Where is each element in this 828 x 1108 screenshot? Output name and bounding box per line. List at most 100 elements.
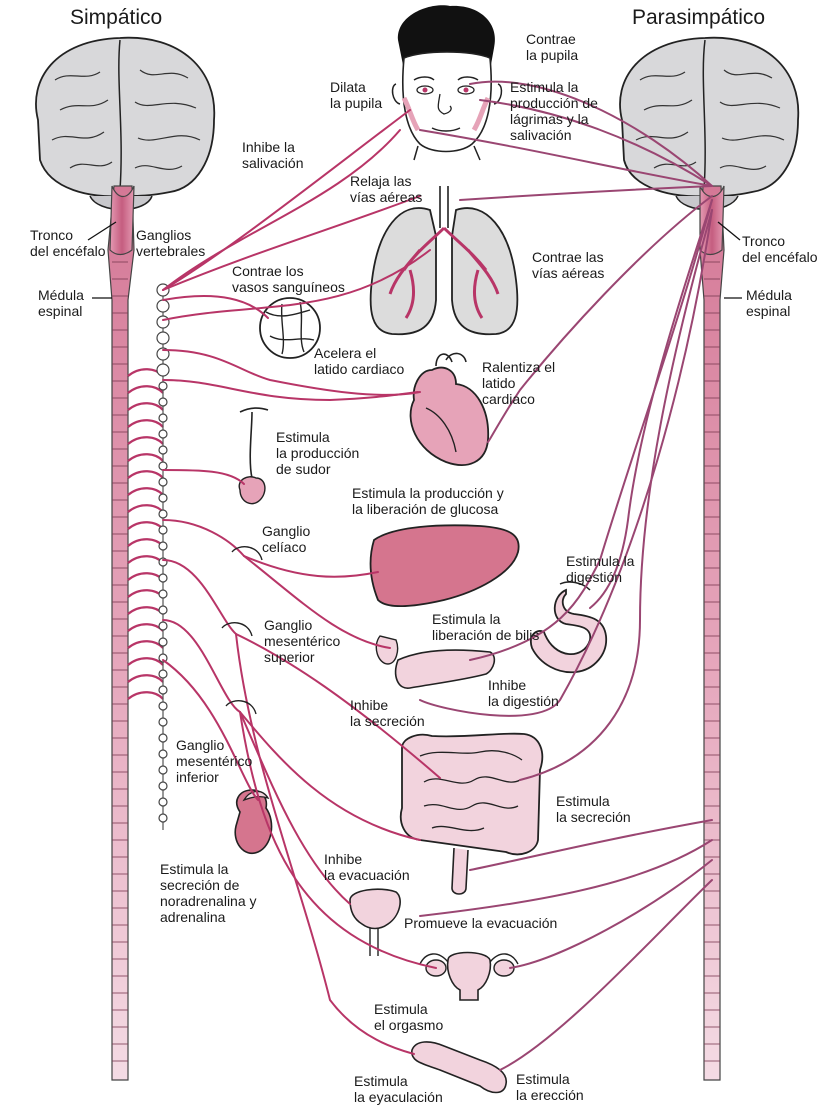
nerve-loop	[127, 555, 164, 564]
ganglion-bead	[156, 315, 170, 329]
label-line: espinal	[746, 303, 790, 319]
label-line: Contrae	[526, 31, 576, 47]
sympathetic-nerve	[162, 469, 245, 485]
sympathetic-loops	[127, 368, 164, 700]
ganglion-bead	[158, 701, 168, 711]
uterus-illustration	[419, 951, 519, 1001]
label-line: liberación de bilis	[432, 627, 539, 643]
title-sympathetic: Simpático	[70, 6, 162, 29]
ganglion-bead	[158, 813, 168, 823]
label-line: Tronco	[742, 233, 785, 249]
label-line: Inhibe	[350, 697, 388, 713]
parasympathetic-nerve	[519, 209, 713, 781]
liver-illustration	[369, 524, 520, 607]
sympathetic-nerve	[243, 555, 379, 578]
parasympathetic-nerve	[419, 129, 713, 187]
ganglion-bead	[158, 541, 168, 551]
sympathetic-nerve	[162, 129, 401, 291]
ganglion-bead	[158, 605, 168, 615]
face-illustration	[391, 5, 503, 161]
label-line: Estimula la	[160, 861, 229, 877]
ganglion-bead	[158, 589, 168, 599]
label-line: vertebrales	[136, 243, 205, 259]
nerve-loop	[127, 402, 164, 411]
label-line: Contrae los	[232, 263, 304, 279]
nerve-loop	[127, 453, 164, 462]
label-line: Inhibe	[324, 851, 362, 867]
ganglion-bead	[158, 477, 168, 487]
label-line: vasos sanguíneos	[232, 279, 345, 295]
label-line: la eyaculación	[354, 1089, 443, 1105]
label-line: la digestión	[488, 693, 559, 709]
sympathetic-nerve	[162, 659, 259, 801]
ganglion-bead	[158, 413, 168, 423]
sympathetic-nerve	[239, 711, 421, 841]
sympathetic-nerve	[162, 249, 431, 321]
blood-vessels-illustration	[259, 297, 321, 359]
label-line: Inhibe	[488, 677, 526, 693]
label-line: latido	[482, 375, 516, 391]
label-line: el orgasmo	[374, 1017, 443, 1033]
label-line: Estimula	[354, 1073, 408, 1089]
label-line: Contrae las	[532, 249, 604, 265]
ganglion-bead	[158, 621, 168, 631]
label-line: la secreción	[350, 713, 425, 729]
label-line: Ganglios	[136, 227, 191, 243]
label-line: mesentérico	[264, 633, 340, 649]
label-line: la secreción	[556, 809, 631, 825]
label-line: Estimula	[556, 793, 610, 809]
label-line: Dilata	[330, 79, 366, 95]
ganglion-bead	[158, 525, 168, 535]
label-line: la pupila	[330, 95, 382, 111]
ganglion-bead	[158, 429, 168, 439]
ganglion-bead	[158, 381, 168, 391]
label-line: del encéfalo	[742, 249, 818, 265]
ganglion-bead	[158, 509, 168, 519]
ganglion-bead	[158, 685, 168, 695]
pointer-tronco-right	[717, 221, 741, 241]
nerve-loop	[127, 623, 164, 632]
sympathetic-nerve	[235, 633, 415, 1055]
spinal-cord-right	[699, 185, 725, 1081]
label-line: la pupila	[526, 47, 578, 63]
ganglion-bead	[158, 765, 168, 775]
lungs-illustration	[369, 186, 519, 336]
ganglion-bead	[158, 493, 168, 503]
label-line: noradrenalina y	[160, 893, 257, 909]
ganglion-bead	[156, 299, 170, 313]
nerve-loop	[127, 691, 164, 700]
ganglion-bead	[158, 445, 168, 455]
kidney-illustration	[234, 789, 273, 855]
ganglion-bead	[158, 397, 168, 407]
label-line: Inhibe la	[242, 139, 295, 155]
label-line: la liberación de glucosa	[352, 501, 499, 517]
nerve-loop	[127, 606, 164, 615]
spinal-segments-left	[112, 261, 128, 1062]
label-line: vías aéreas	[350, 189, 422, 205]
label-line: Ganglio	[262, 523, 310, 539]
nerve-loop	[127, 640, 164, 649]
sympathetic-nerve	[243, 555, 391, 649]
label-line: latido cardiaco	[314, 361, 404, 377]
label-line: Estimula la	[432, 611, 501, 627]
sweat-gland-illustration	[238, 407, 269, 505]
ganglion-bead	[158, 733, 168, 743]
label-line: Acelera el	[314, 345, 376, 361]
pancreas-illustration	[375, 635, 496, 689]
